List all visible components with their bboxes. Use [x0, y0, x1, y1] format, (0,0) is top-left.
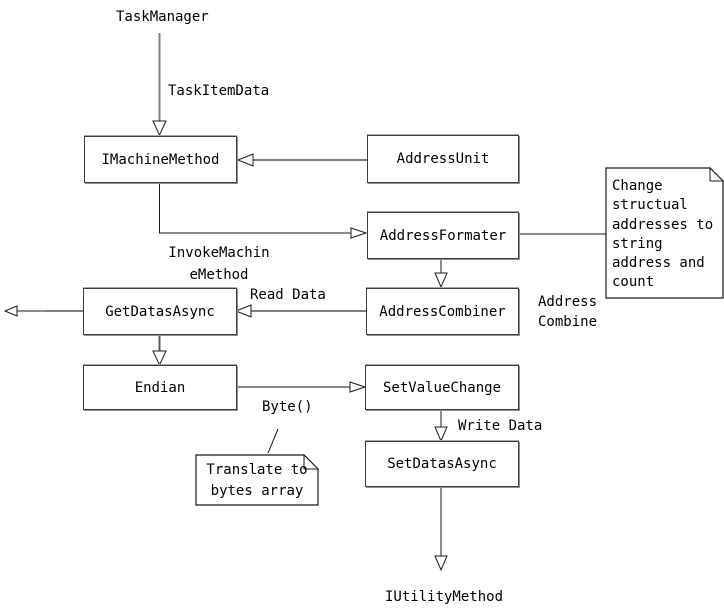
node-address-formater: AddressFormater	[367, 212, 519, 259]
note-fold-icon	[709, 166, 724, 182]
label-address-combine: Address Combine	[538, 292, 597, 332]
connector-note-byte-leader	[267, 428, 279, 454]
note-shape-translate-bytes	[195, 453, 320, 506]
label-iutility-method: IUtilityMethod	[385, 589, 504, 605]
label-write-data: Write Data	[458, 418, 543, 434]
arrowhead-left-icon	[234, 304, 252, 318]
arrowhead-left-icon	[3, 305, 18, 317]
note-line: addresses to	[612, 216, 714, 233]
label-line: eMethod	[189, 267, 249, 283]
label-line: Address	[538, 294, 598, 310]
note-line: bytes array	[210, 483, 304, 499]
node-set-value-change: SetValueChange	[365, 365, 519, 410]
arrowhead-down-icon	[434, 272, 448, 289]
note-line: Change	[612, 178, 663, 194]
label-line: InvokeMachin	[168, 245, 270, 261]
node-imachine-method: IMachineMethod	[84, 136, 237, 183]
arrowhead-down-icon	[152, 350, 167, 367]
label-task-item-data: TaskItemData	[168, 83, 270, 99]
note-line: count	[612, 274, 655, 291]
note-line: string	[612, 235, 663, 252]
note-outline	[605, 167, 724, 299]
node-address-combiner: AddressCombiner	[366, 288, 519, 335]
note-change-structural-text: Change structual addresses to string add…	[612, 177, 720, 293]
arrowhead-down-icon	[434, 555, 448, 572]
label-line: Combine	[538, 314, 598, 330]
note-line: Translate to	[206, 462, 308, 478]
note-fold-icon	[303, 453, 320, 470]
note-line: address and	[612, 255, 705, 272]
node-set-datas-async: SetDatasAsync	[365, 441, 519, 487]
arrowhead-right-icon	[349, 381, 367, 393]
arrowhead-down-icon	[434, 426, 448, 443]
arrowhead-down-icon	[152, 120, 167, 137]
label-invoke-machine-method: InvokeMachin eMethod	[163, 242, 275, 286]
connector-imachinemethod-addressformater	[159, 181, 351, 234]
note-outline	[195, 454, 319, 506]
arrowhead-left-icon	[236, 153, 254, 167]
note-shape-change-structural	[605, 166, 724, 299]
note-translate-bytes-text: Translate to bytes array	[198, 460, 316, 502]
label-byte: Byte()	[262, 399, 313, 415]
node-address-unit: AddressUnit	[367, 135, 519, 183]
arrowhead-right-icon	[350, 227, 368, 239]
node-get-datas-async: GetDatasAsync	[83, 288, 237, 335]
label-read-data: Read Data	[250, 287, 326, 303]
label-task-manager: TaskManager	[116, 9, 209, 25]
node-endian: Endian	[83, 365, 237, 410]
note-line: structual	[612, 197, 688, 214]
